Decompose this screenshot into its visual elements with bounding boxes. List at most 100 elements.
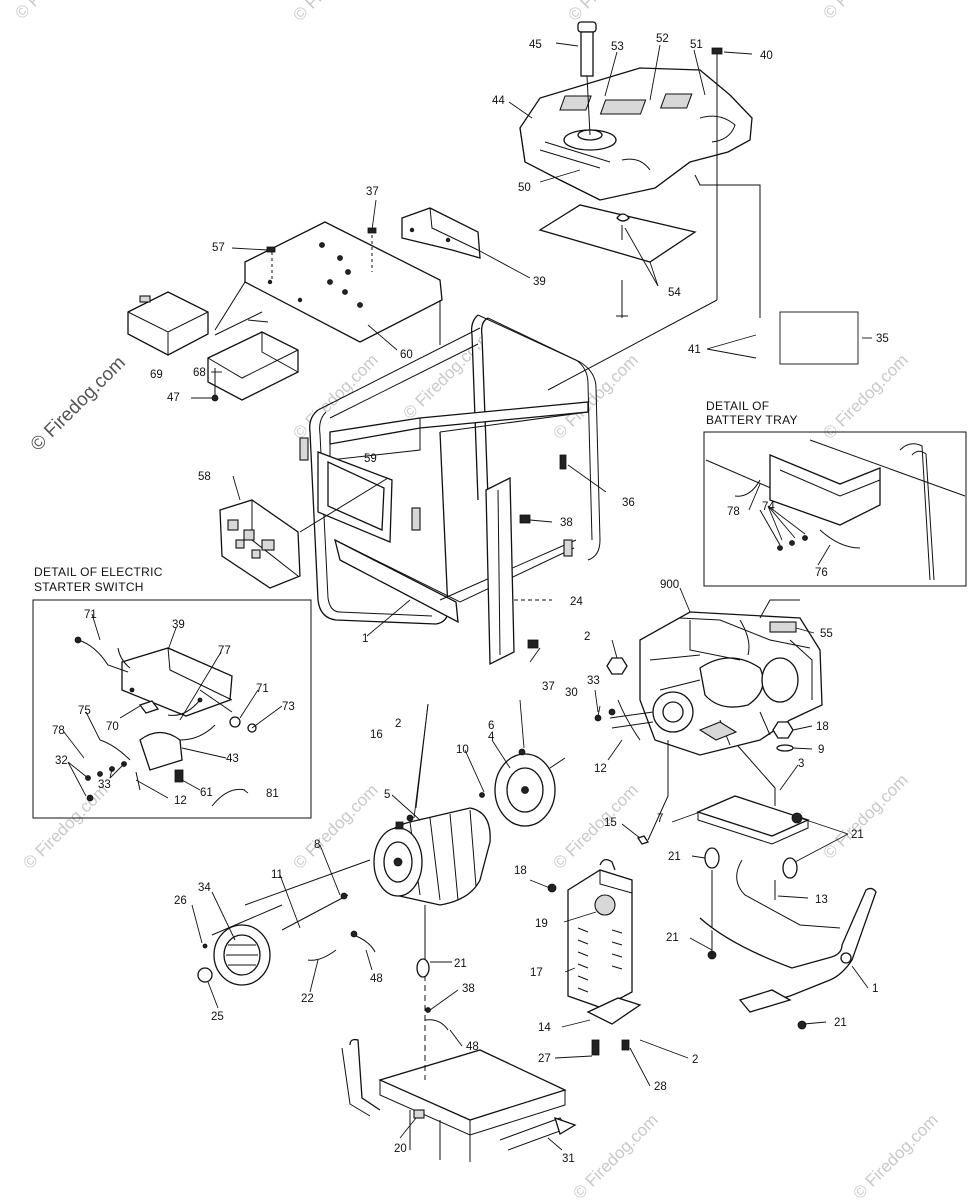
callout-label: 11: [271, 869, 283, 881]
callout-label: 37: [542, 681, 555, 693]
callout-label: 33: [98, 779, 111, 791]
alternator-stator: [373, 807, 491, 955]
control-panel: [219, 477, 389, 589]
right-handle: [699, 859, 877, 1030]
tank-bolt: [547, 47, 723, 391]
callout-label: 21: [668, 851, 681, 863]
callout-label: 68: [193, 367, 206, 379]
callout-label: 5: [384, 789, 390, 801]
callout-label: 50: [518, 182, 531, 194]
callout-label: 21: [454, 958, 467, 970]
callout-label: 73: [282, 701, 295, 713]
callout-label: 74: [762, 501, 775, 513]
callout-label: 45: [529, 39, 542, 51]
alternator-fan-cover: [197, 859, 371, 986]
callout-label: 17: [530, 967, 543, 979]
callout-label: 18: [816, 721, 829, 733]
engine-support: [696, 795, 810, 960]
callout-labels: 45 53 52 51 40 44 50 37 57 39 54 60 69 6…: [52, 33, 889, 1165]
fuel-gauge: [577, 21, 597, 136]
callout-label: 20: [394, 1143, 407, 1155]
watermark: © Firedog.com: [289, 0, 381, 25]
callout-label: 2: [692, 1054, 698, 1066]
callout-label: 900: [660, 579, 679, 591]
alternator-rear-bearing: [494, 748, 566, 827]
callout-label: 47: [167, 392, 180, 404]
callout-label: 38: [462, 983, 475, 995]
alternator-hardware: [281, 792, 485, 931]
battery-tray-detail: [703, 431, 967, 587]
callout-label: 21: [851, 829, 864, 841]
callout-label: 2: [584, 631, 590, 643]
callout-label: 48: [370, 973, 383, 985]
callout-label: 58: [198, 471, 211, 483]
callout-label: 54: [668, 287, 681, 299]
callout-label: 60: [400, 349, 413, 361]
callout-label: 52: [656, 33, 669, 45]
callout-label: 43: [226, 753, 239, 765]
callout-label: 78: [727, 506, 740, 518]
callout-label: 48: [466, 1041, 479, 1053]
watermark: © Firedog.com: [819, 0, 911, 23]
callout-label: 39: [172, 619, 185, 631]
callout-label: 19: [535, 918, 548, 930]
callout-label: 27: [538, 1053, 551, 1065]
watermark: © Firedog.com: [819, 770, 911, 862]
starter-switch-detail-title-line2: STARTER SWITCH: [34, 580, 144, 594]
callout-label: 21: [834, 1017, 847, 1029]
callout-label: 31: [562, 1153, 575, 1165]
callout-label: 1: [872, 983, 878, 995]
callout-label: 25: [211, 1011, 224, 1023]
callout-label: 8: [314, 839, 320, 851]
callout-label: 57: [212, 242, 225, 254]
callout-label: 6: [488, 720, 494, 732]
callout-label: 35: [876, 333, 889, 345]
switch-bracket: [401, 207, 481, 259]
callout-label: 22: [301, 993, 314, 1005]
callout-label: 44: [492, 95, 505, 107]
alternator-wires: [307, 930, 376, 961]
starter-switch-detail: [32, 599, 312, 819]
main-frame: [299, 314, 601, 625]
callout-label: 61: [200, 787, 213, 799]
callout-label: 24: [570, 596, 583, 608]
callout-label: 1: [362, 633, 368, 645]
callout-label: 26: [174, 895, 187, 907]
callout-label: 77: [218, 645, 231, 657]
watermark: © Firedog.com: [564, 0, 656, 25]
watermark: © Firedog.com: [11, 0, 103, 23]
callout-label: 69: [150, 369, 163, 381]
watermark: © Firedog.com: [549, 780, 641, 872]
callout-label: 55: [820, 628, 833, 640]
callout-label: 33: [587, 675, 600, 687]
callout-label: 39: [533, 276, 546, 288]
battery-tray: [207, 311, 299, 402]
callout-label: 2: [395, 718, 401, 730]
callout-label: 18: [514, 865, 527, 877]
battery-tray-detail-title-line1: DETAIL OF: [706, 399, 769, 413]
callout-label: 75: [78, 705, 91, 717]
callout-label: 41: [688, 344, 701, 356]
watermark: © Firedog.com: [289, 780, 381, 872]
callout-label: 37: [366, 186, 379, 198]
fuel-tank: [519, 67, 753, 201]
callout-label: 32: [55, 755, 68, 767]
left-base: [341, 955, 577, 1162]
callout-label: 30: [565, 687, 578, 699]
watermark: © Firedog.com: [849, 1110, 941, 1200]
callout-label: 78: [52, 725, 65, 737]
callout-label: 81: [266, 788, 279, 800]
callout-label: 59: [364, 453, 377, 465]
leader-lines: [63, 42, 872, 1151]
callout-label: 21: [666, 932, 679, 944]
callout-label: 7: [657, 813, 663, 825]
engine-fasteners: [594, 657, 794, 752]
callout-label: 53: [611, 41, 624, 53]
callout-label: 40: [760, 50, 773, 62]
callout-label: 12: [174, 795, 187, 807]
callout-label: 10: [456, 744, 469, 756]
watermark: © Firedog.com: [569, 1110, 661, 1200]
callout-label: 13: [815, 894, 828, 906]
callout-label: 15: [604, 817, 617, 829]
